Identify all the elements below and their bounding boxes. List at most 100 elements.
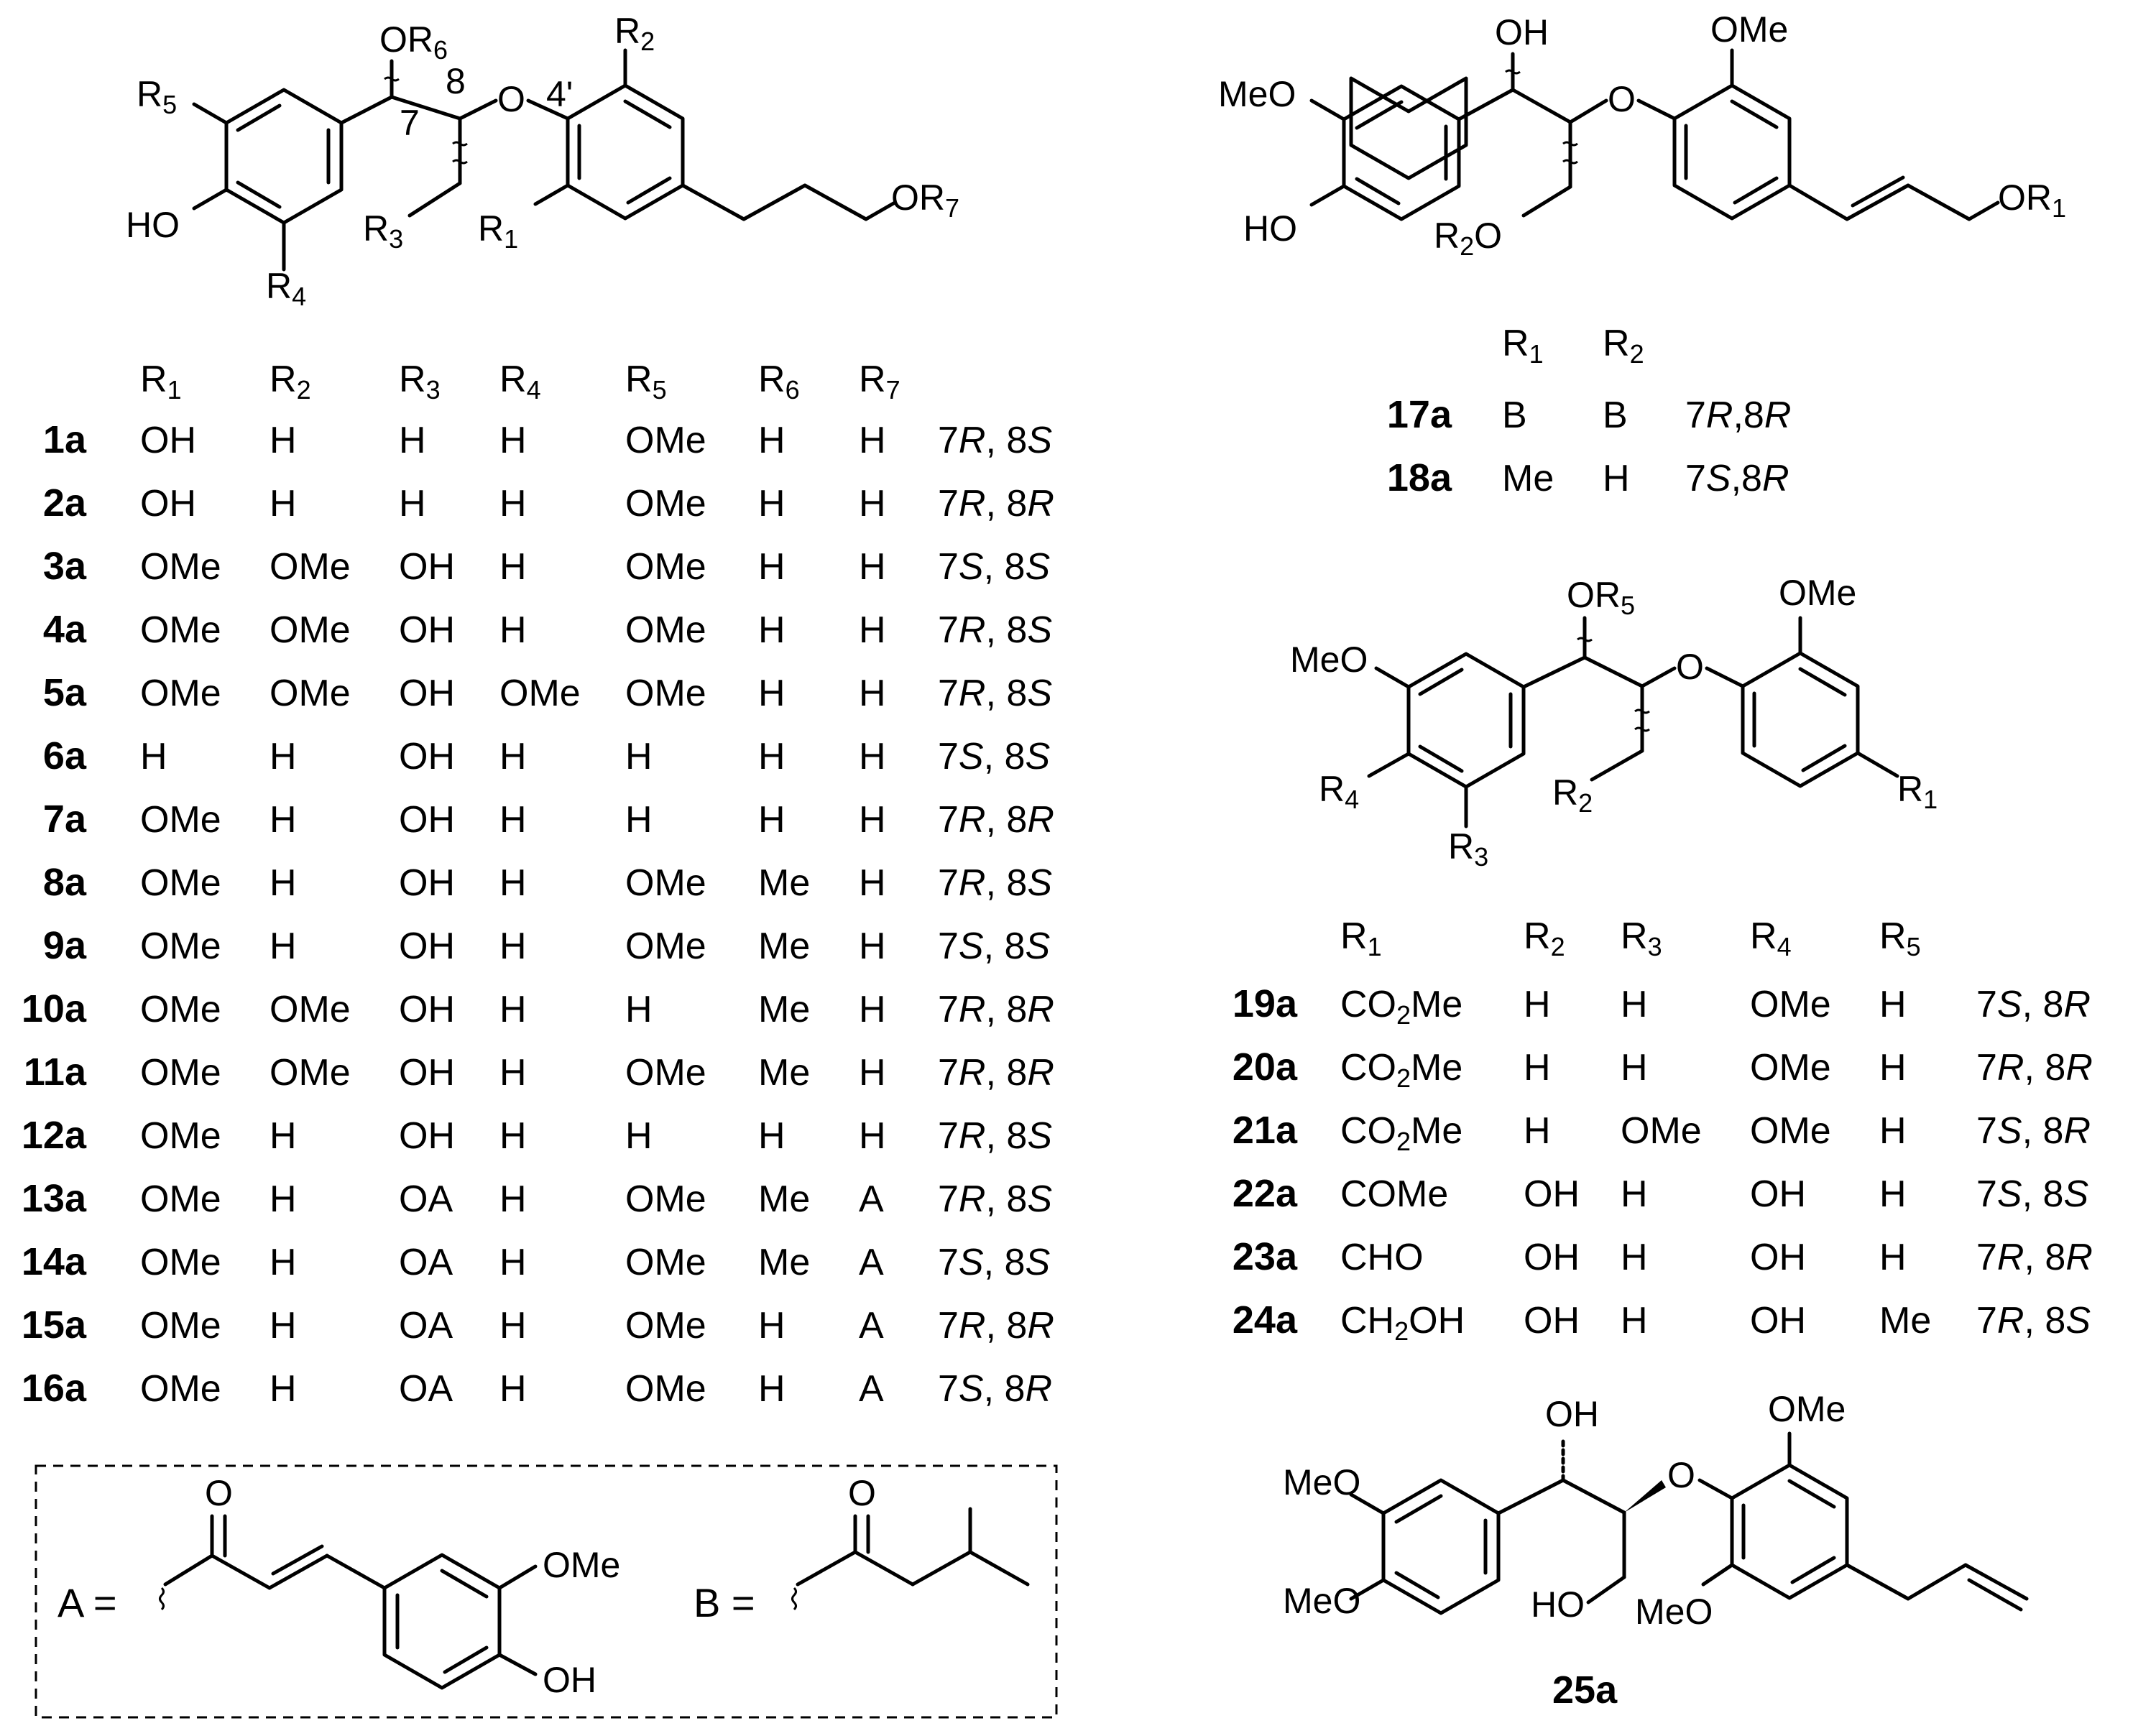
structure-1-wavy-bonds xyxy=(384,76,468,165)
table-cell: H xyxy=(269,1305,297,1347)
table-cell: OMe xyxy=(625,1178,706,1220)
table-cell: H xyxy=(1621,1300,1648,1342)
label-or7: OR7 xyxy=(891,177,959,223)
configuration: 7S, 8S xyxy=(938,736,1050,777)
table-cell: A xyxy=(859,1242,884,1283)
label-meo-2: MeO xyxy=(1283,1581,1360,1621)
label-r3: R3 xyxy=(1448,826,1488,872)
compound-id: 7a xyxy=(43,798,87,841)
table-cell: H xyxy=(269,925,297,967)
table-cell: B xyxy=(1502,394,1527,436)
table-cell: H xyxy=(758,1305,786,1347)
table-cell: A xyxy=(859,1368,884,1410)
configuration: 7R, 8S xyxy=(938,1115,1052,1157)
table-cell: CO2Me xyxy=(1340,984,1462,1030)
table-cell: H xyxy=(1524,1047,1551,1089)
compound-id: 18a xyxy=(1387,456,1452,499)
table-cell: H xyxy=(269,1115,297,1157)
label-meo: MeO xyxy=(1218,74,1296,114)
label-o: O xyxy=(1667,1455,1695,1495)
label-ho: HO xyxy=(126,205,180,245)
structure-4-labels: OH OMe MeO O MeO HO MeO 25a xyxy=(1283,1389,1846,1712)
structure-1-skeleton xyxy=(192,48,897,272)
table-cell: H xyxy=(499,420,527,461)
table-cell: H xyxy=(1879,1110,1907,1152)
table-cell: H xyxy=(1621,1237,1648,1278)
table-cell: H xyxy=(269,1368,297,1410)
table-cell: H xyxy=(758,1115,786,1157)
legend-a-o: O xyxy=(205,1473,233,1513)
table-cell: OA xyxy=(399,1368,453,1410)
table-cell: H xyxy=(499,1305,527,1347)
configuration: 7R, 8R xyxy=(938,989,1054,1030)
table-cell: OMe xyxy=(1750,984,1831,1025)
table-cell: OMe xyxy=(140,1115,221,1157)
table-cell: CO2Me xyxy=(1340,1110,1462,1156)
label-r2: R2 xyxy=(1552,772,1593,818)
table-cell: OMe xyxy=(269,673,351,714)
compound-id: 4a xyxy=(43,608,87,651)
structure-2-skeleton xyxy=(1349,76,1468,180)
table-cell: OH xyxy=(140,420,196,461)
table-cell: OH xyxy=(399,546,455,588)
table-cell: OMe xyxy=(625,1242,706,1283)
table-cell: H xyxy=(499,483,527,525)
configuration: 7R,8R xyxy=(1685,394,1791,436)
label-meo-1: MeO xyxy=(1283,1462,1360,1502)
table-cell: H xyxy=(499,799,527,841)
compound-id: 5a xyxy=(43,671,87,714)
table-header-r7: R7 xyxy=(859,359,900,405)
table-cell: H xyxy=(625,736,653,777)
table-cell: OMe xyxy=(140,989,221,1030)
legend-a-label: A = xyxy=(57,1580,117,1625)
configuration: 7R, 8R xyxy=(938,799,1054,841)
label-ho: HO xyxy=(1243,208,1297,249)
compound-id: 11a xyxy=(24,1051,87,1094)
configuration: 7R, 8R xyxy=(1976,1047,2093,1089)
table-cell: OMe xyxy=(625,546,706,588)
compound-id: 17a xyxy=(1387,393,1452,436)
table-header-r3: R3 xyxy=(1621,915,1662,961)
table-cell: A xyxy=(859,1178,884,1220)
table-cell: H xyxy=(499,862,527,904)
table-header-r3: R3 xyxy=(399,359,441,405)
label-oh: OH xyxy=(1545,1394,1599,1434)
table-cell: B xyxy=(1603,394,1628,436)
table-cell: H xyxy=(499,1242,527,1283)
label-ome: OMe xyxy=(1710,9,1788,50)
table-cell: H xyxy=(859,989,886,1030)
compound-id: 15a xyxy=(22,1303,87,1347)
structure-3-drawing xyxy=(1367,616,1899,828)
compound-id: 13a xyxy=(22,1177,87,1220)
table-cell: H xyxy=(499,736,527,777)
table-cell: OH xyxy=(399,989,455,1030)
configuration: 7S,8R xyxy=(1685,458,1789,499)
legend-b-o: O xyxy=(848,1473,876,1513)
table-cell: OH xyxy=(1750,1300,1806,1342)
configuration: 7R, 8S xyxy=(938,420,1052,461)
table-cell: H xyxy=(399,483,426,525)
table-cell: OA xyxy=(399,1178,453,1220)
table-cell: H xyxy=(499,989,527,1030)
table-cell: OMe xyxy=(140,1368,221,1410)
table-header-r1: R1 xyxy=(1502,323,1544,369)
table-cell: OH xyxy=(399,609,455,651)
table-cell: H xyxy=(625,989,653,1030)
table-cell: H xyxy=(758,546,786,588)
table-cell: OMe xyxy=(1621,1110,1702,1152)
table-cell: H xyxy=(859,1115,886,1157)
label-ome: OMe xyxy=(1768,1389,1846,1429)
table-cell: OMe xyxy=(140,546,221,588)
table-cell: COMe xyxy=(1340,1173,1448,1215)
table-cell: OMe xyxy=(140,1052,221,1094)
structure-4-drawing xyxy=(1349,1431,2029,1615)
table-cell: H xyxy=(499,1178,527,1220)
table-cell: OH xyxy=(1524,1173,1580,1215)
table-cell: H xyxy=(269,1178,297,1220)
table-cell: OMe xyxy=(499,673,581,714)
label-o: O xyxy=(497,79,525,119)
configuration: 7R, 8S xyxy=(1976,1300,2091,1342)
label-r1: R1 xyxy=(1897,769,1938,814)
table-cell: H xyxy=(499,1368,527,1410)
